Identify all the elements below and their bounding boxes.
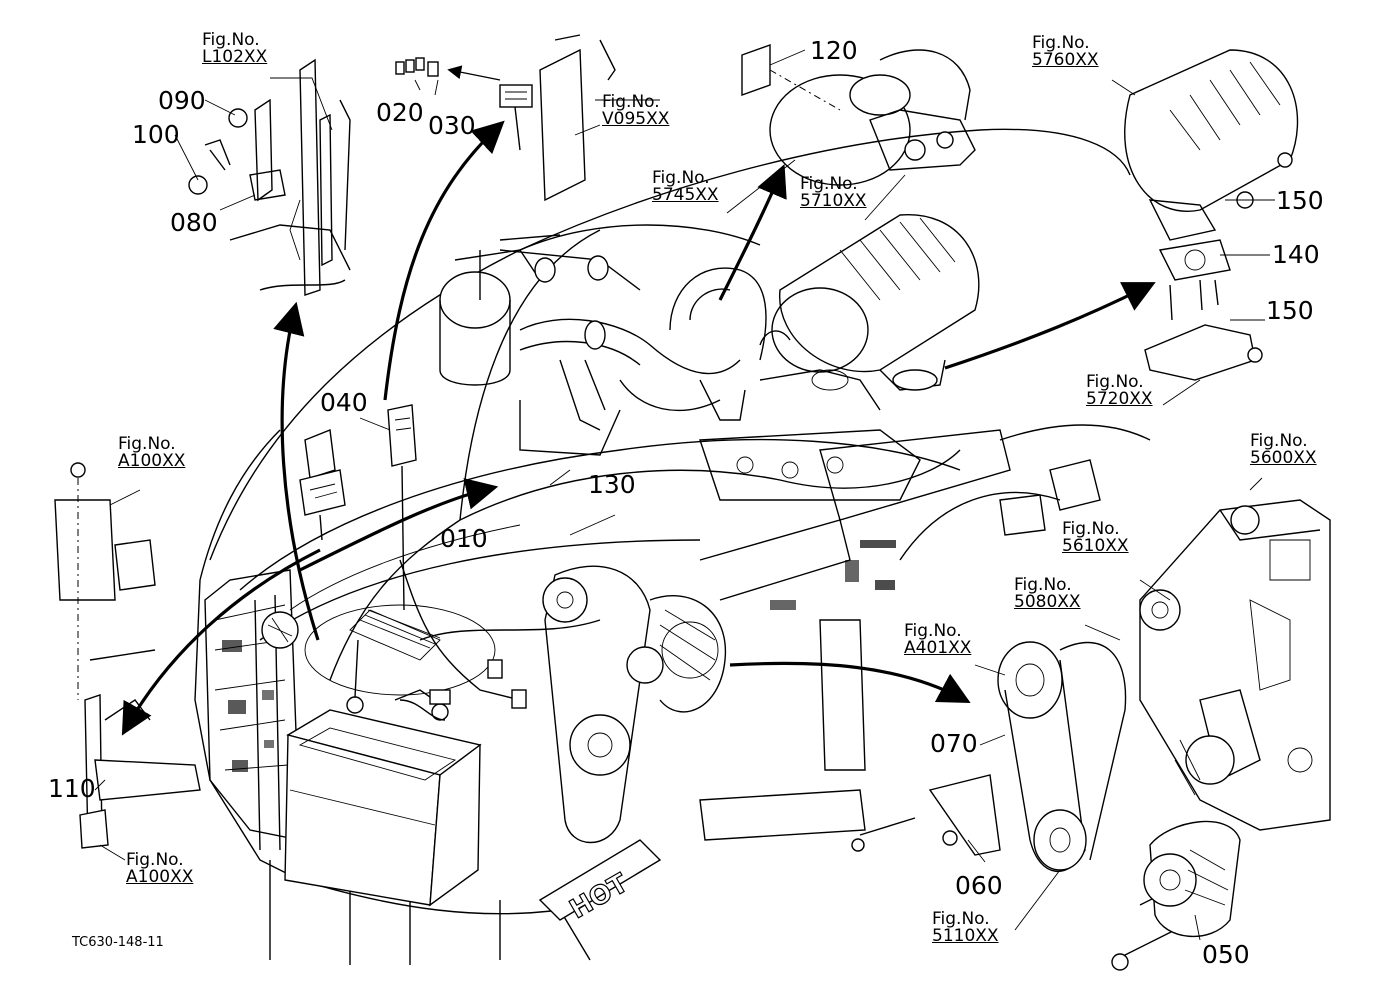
figure-prefix: Fig.No. — [126, 850, 184, 870]
figure-prefix: Fig.No. — [202, 30, 260, 50]
figure-code: L102XX — [202, 47, 268, 67]
figure-prefix: Fig.No. — [904, 621, 962, 641]
figure-reference-v095: Fig.No. V095XX — [602, 94, 669, 128]
part-label-130: 130 — [588, 470, 636, 499]
figure-prefix: Fig.No. — [1062, 519, 1120, 539]
figure-code: 5610XX — [1062, 536, 1129, 556]
part-label-040: 040 — [320, 388, 368, 417]
part-label-030: 030 — [428, 111, 476, 140]
detail-top-v095 — [395, 34, 616, 202]
figure-prefix: Fig.No. — [1032, 33, 1090, 53]
arrows — [121, 65, 1156, 736]
figure-prefix: Fig.No. — [652, 168, 710, 188]
figure-reference-l102: Fig.No. L102XX — [202, 32, 267, 66]
figure-code: 5760XX — [1032, 50, 1099, 70]
relay-and-bracket — [299, 404, 417, 611]
figure-reference-5600: Fig.No. 5600XX — [1250, 433, 1317, 467]
part-label-010: 010 — [440, 524, 488, 553]
part-label-100: 100 — [132, 120, 180, 149]
part-label-080: 080 — [170, 208, 218, 237]
figure-prefix: Fig.No. — [1086, 372, 1144, 392]
hood-outline — [194, 128, 1151, 965]
figure-code: V095XX — [602, 109, 670, 129]
figure-code: 5720XX — [1086, 389, 1153, 409]
figure-prefix: Fig.No. — [1014, 575, 1072, 595]
dpf-muffler — [759, 214, 980, 391]
figure-reference-a401: Fig.No. A401XX — [904, 623, 971, 657]
detail-intake-hose — [741, 44, 976, 186]
part-label-020: 020 — [376, 98, 424, 127]
figure-reference-5110: Fig.No. 5110XX — [932, 911, 999, 945]
part-label-150-bottom: 150 — [1266, 296, 1314, 325]
figure-prefix: Fig.No. — [118, 434, 176, 454]
detail-top-left — [188, 58, 351, 296]
part-label-060: 060 — [955, 871, 1003, 900]
figure-code: 5745XX — [652, 185, 719, 205]
detail-dpf-right — [1124, 49, 1299, 381]
figure-reference-a100-top: Fig.No. A100XX — [118, 436, 185, 470]
figure-prefix: Fig.No. — [932, 909, 990, 929]
part-label-050: 050 — [1202, 940, 1250, 969]
figure-code: 5080XX — [1014, 592, 1081, 612]
detail-pulley-belt — [851, 641, 1176, 971]
hot-warning-panel: HOT — [538, 839, 662, 926]
alternator-belt-center — [542, 565, 727, 844]
figure-code: 5710XX — [800, 191, 867, 211]
detail-engine-block-right — [1139, 499, 1331, 831]
figure-code: 5110XX — [932, 926, 999, 946]
figure-code: A100XX — [126, 867, 194, 887]
part-label-090: 090 — [158, 86, 206, 115]
figure-code: 5600XX — [1250, 448, 1317, 468]
figure-code: A401XX — [904, 638, 972, 658]
figure-prefix: Fig.No. — [602, 92, 660, 112]
wiring-harness — [304, 229, 961, 721]
part-label-120: 120 — [810, 36, 858, 65]
leader-lines — [94, 49, 1275, 941]
front-grille — [204, 569, 301, 851]
figure-reference-5080: Fig.No. 5080XX — [1014, 577, 1081, 611]
figure-reference-5760: Fig.No. 5760XX — [1032, 35, 1099, 69]
detail-alternator — [1143, 820, 1241, 938]
figure-reference-5610: Fig.No. 5610XX — [1062, 521, 1129, 555]
engine-frame — [699, 429, 1101, 841]
figure-code: A100XX — [118, 451, 186, 471]
part-label-150-top: 150 — [1276, 186, 1324, 215]
drawing-code: TC630-148-11 — [72, 935, 164, 950]
part-label-140: 140 — [1272, 240, 1320, 269]
figure-reference-5720: Fig.No. 5720XX — [1086, 374, 1153, 408]
figure-prefix: Fig.No. — [1250, 431, 1308, 451]
figure-reference-a100-bottom: Fig.No. A100XX — [126, 852, 193, 886]
battery — [284, 639, 482, 907]
part-label-110: 110 — [48, 774, 96, 803]
part-label-070: 070 — [930, 729, 978, 758]
figure-prefix: Fig.No. — [800, 174, 858, 194]
figure-reference-5745: Fig.No. 5745XX — [652, 170, 719, 204]
engine-piping-assembly — [439, 234, 921, 501]
figure-reference-5710: Fig.No. 5710XX — [800, 176, 867, 210]
